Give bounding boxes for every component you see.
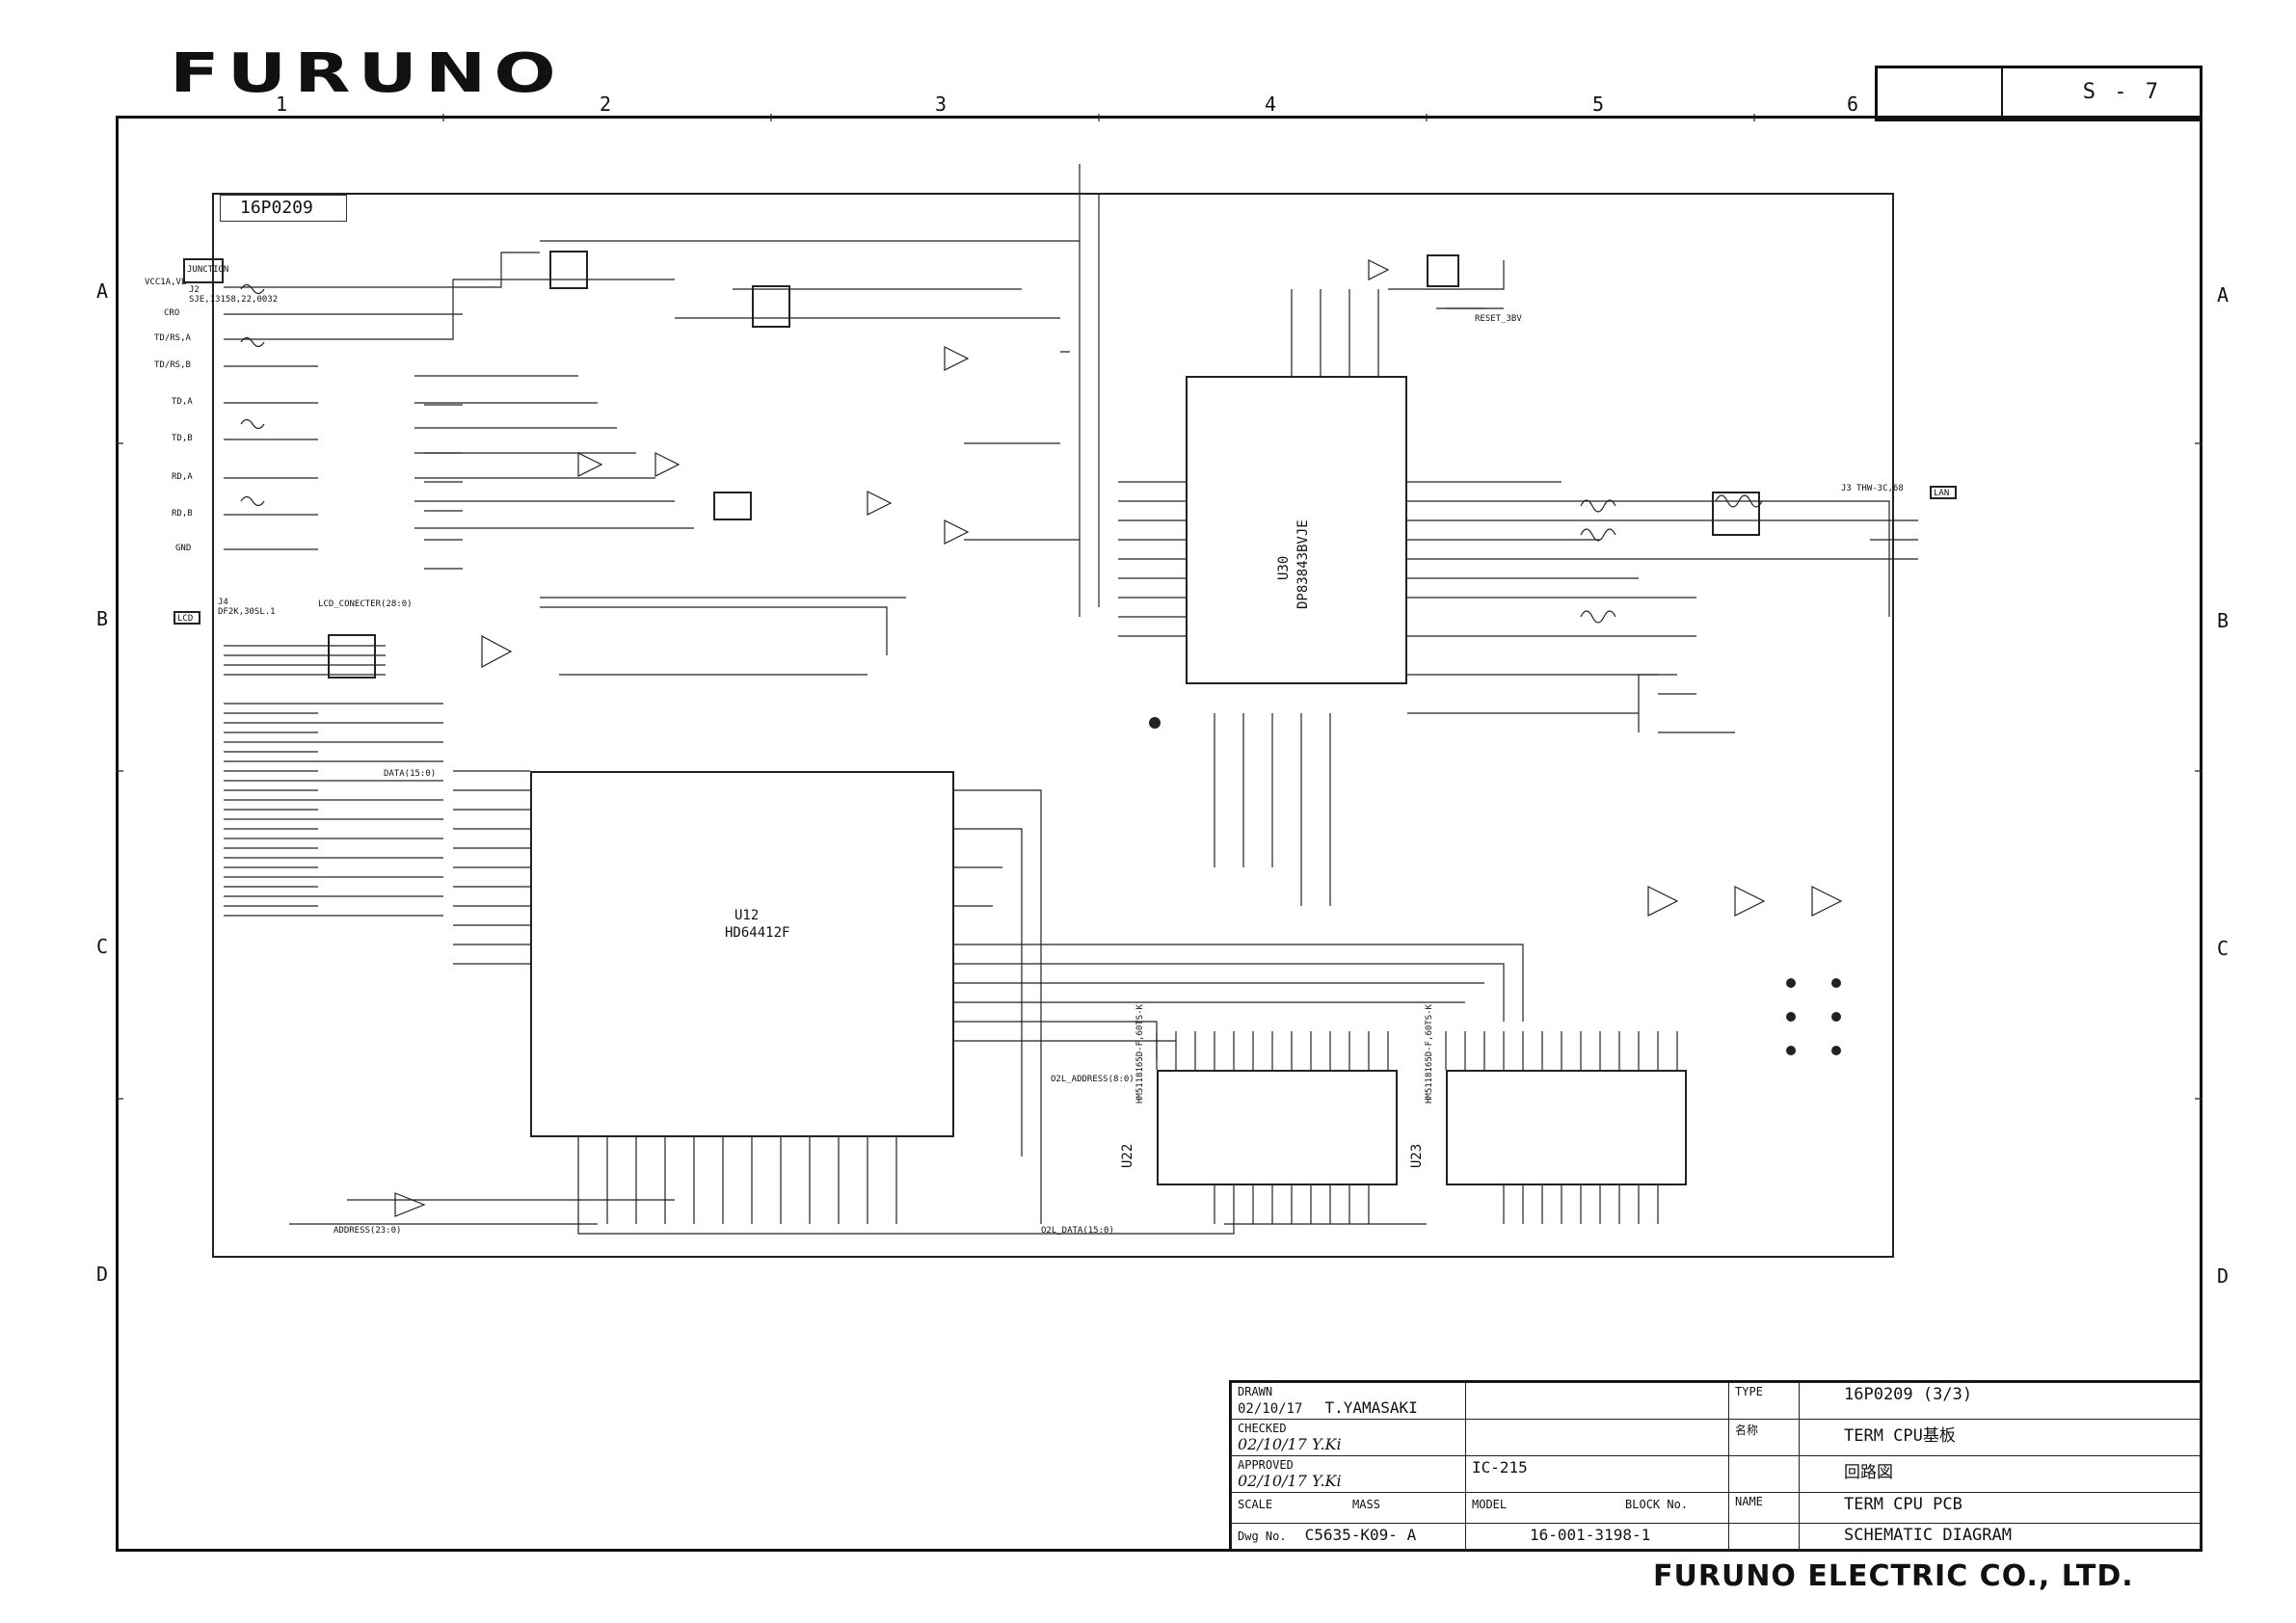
j2-pin-8: RD,B (172, 509, 193, 519)
company-name: FURUNO ELECTRIC CO., LTD. (1653, 1559, 2134, 1593)
j2-junction-connector-header: JUNCTION (183, 258, 228, 283)
drawn-by: T.YAMASAKI (1324, 1398, 1418, 1417)
j2-part-number: SJE,13158,22,0032 (189, 295, 279, 305)
block-label: BLOCK No. (1625, 1498, 1689, 1511)
diagram-en: SCHEMATIC DIAGRAM (1844, 1526, 2012, 1545)
row-letter-b-right: B (2217, 609, 2229, 632)
row-letter-b-left: B (96, 607, 109, 630)
u30-part-number: DP83843BVJE (1295, 519, 1311, 609)
schematic-area (212, 193, 1894, 1258)
u12-ic: U12 HD64412F (530, 771, 954, 1137)
u12-reference: U12 (734, 908, 760, 923)
j2-pin-3: TD/RS,A (154, 333, 191, 343)
name-jp-label: 名称 (1735, 1423, 1759, 1437)
column-number-3: 3 (935, 93, 948, 116)
net-lcd-connecter: LCD_CONECTER(28:0) (318, 599, 413, 609)
column-number-5: 5 (1592, 93, 1605, 116)
row-letter-c-right: C (2217, 937, 2229, 960)
drawn-date: 02/10/17 (1238, 1401, 1303, 1417)
u30-ic: U30 DP83843BVJE (1186, 376, 1407, 684)
row-letter-a-right: A (2217, 283, 2229, 306)
u10-ic (549, 251, 588, 289)
name-value: TERM CPU PCB (1844, 1495, 1962, 1514)
title-block: DRAWN 02/10/17 T.YAMASAKI TYPE 16P0209 (… (1229, 1380, 2203, 1552)
j2-pin-4: TD/RS,B (154, 360, 191, 370)
j2-pin-2: CRO (164, 308, 180, 318)
scale-label: SCALE (1238, 1498, 1273, 1511)
j2-pin-5: TD,A (172, 397, 193, 407)
sheet-number: S - 7 (2082, 80, 2161, 104)
row-letter-c-left: C (96, 935, 109, 958)
row-letter-a-left: A (96, 279, 109, 303)
u23-reference: U23 (1409, 1143, 1425, 1168)
approved-label: APPROVED (1238, 1458, 1294, 1472)
dwg-label: Dwg No. (1238, 1530, 1287, 1543)
j2-pin-6: TD,B (172, 434, 193, 443)
net-address: ADDRESS(23:0) (334, 1226, 402, 1236)
j4-lcd-connector-header: LCD (174, 611, 200, 625)
board-reference: 16P0209 (220, 195, 347, 222)
u11-ic (752, 285, 790, 328)
drawn-label: DRAWN (1238, 1385, 1273, 1398)
diagram-jp: 回路図 (1844, 1463, 1893, 1482)
mass-label: MASS (1352, 1498, 1380, 1511)
type-value: 16P0209 (3/3) (1844, 1385, 1973, 1404)
checked-signature: 02/10/17 Y.Ki (1238, 1435, 1342, 1453)
j3-reference: J3 (1841, 484, 1852, 493)
j2-pin-9: GND (175, 544, 192, 553)
name-label: NAME (1735, 1495, 1763, 1508)
drawing-frame (116, 116, 2203, 1552)
type-label: TYPE (1735, 1385, 1763, 1398)
approved-signature: 02/10/17 Y.Ki (1238, 1472, 1342, 1490)
column-number-2: 2 (600, 93, 612, 116)
l24-choke (1712, 492, 1760, 536)
column-number-6: 6 (1847, 93, 1859, 116)
net-o2l-data: O2L_DATA(15:0) (1041, 1226, 1114, 1236)
u22-reference: U22 (1120, 1143, 1135, 1168)
row-letter-d-right: D (2217, 1264, 2229, 1288)
column-number-4: 4 (1265, 93, 1277, 116)
net-data: DATA(15:0) (384, 769, 437, 779)
model-code: IC-215 (1472, 1458, 1528, 1477)
checked-label: CHECKED (1238, 1422, 1287, 1435)
j2-pin-7: RD,A (172, 472, 193, 482)
photocoupler (713, 492, 752, 520)
u12-part-number: HD64412F (725, 925, 790, 941)
column-number-1: 1 (276, 93, 288, 116)
sheet-number-box: S - 7 (1875, 66, 2203, 121)
name-jp-value: TERM CPU基板 (1844, 1426, 1956, 1446)
row-letter-d-left: D (96, 1263, 109, 1286)
u4-switch (328, 634, 376, 678)
net-reset: RESET_3BV (1475, 314, 1522, 324)
j2-pin-1: VCC1A,VL (145, 278, 187, 287)
j3-part-number: THW-3C,68 (1856, 484, 1904, 493)
j2-reference: J2 (189, 285, 200, 295)
model-label: MODEL (1472, 1498, 1508, 1511)
u22-ic: U22 (1120, 1070, 1398, 1185)
block-number: 16-001-3198-1 (1530, 1526, 1651, 1544)
u30-reference: U30 (1276, 555, 1292, 580)
furuno-logo: FURUNO (170, 42, 564, 105)
net-o2l-address: O2L_ADDRESS(8:0) (1051, 1075, 1135, 1084)
u23-ic: U23 (1409, 1070, 1687, 1185)
u23-part-number: HM5118165D-F,60TS-K (1425, 1004, 1434, 1104)
j3-lan-connector-header: LAN (1930, 486, 1957, 499)
j4-part-number: DF2K,30SL.1 (218, 607, 276, 617)
u21-ic (1427, 254, 1459, 287)
u22-part-number: HM5118165D-F,60TS-K (1135, 1004, 1145, 1104)
dwg-number: C5635-K09- A (1304, 1526, 1417, 1544)
j4-reference: J4 (218, 598, 228, 607)
